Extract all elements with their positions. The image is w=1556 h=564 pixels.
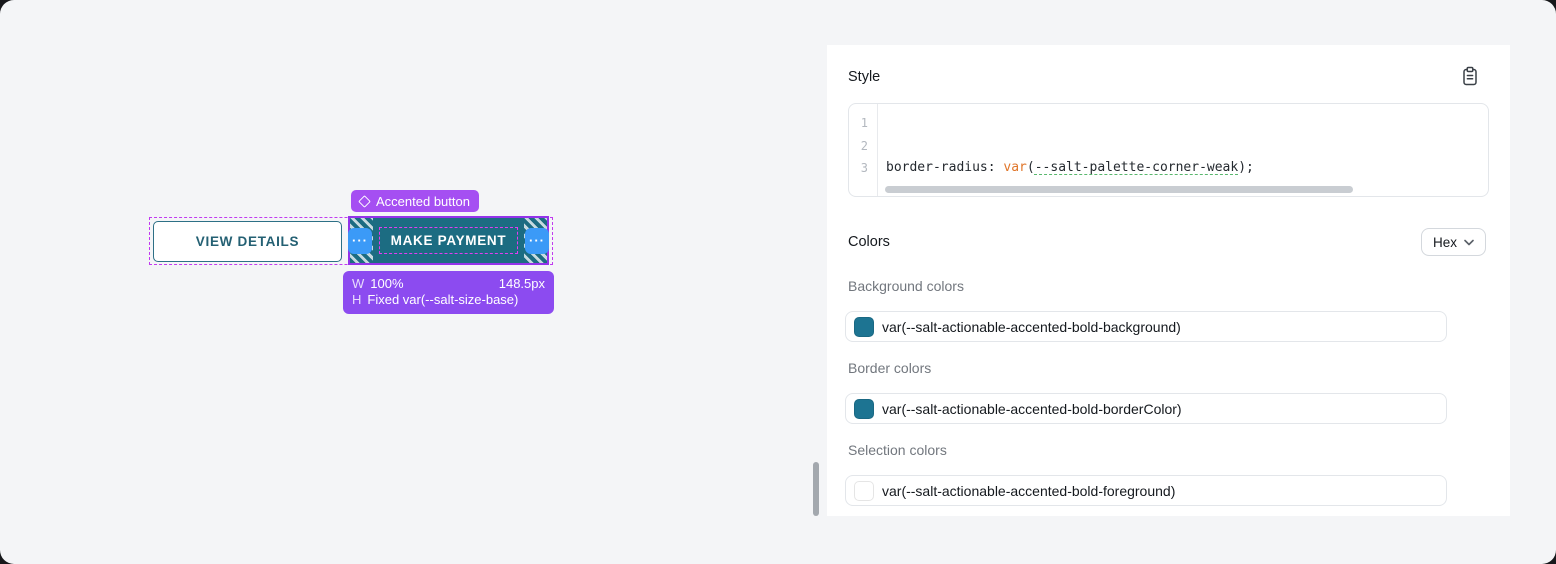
clipboard-icon: [1463, 66, 1477, 86]
width-value: 100%: [370, 276, 404, 291]
color-format-dropdown[interactable]: Hex: [1420, 228, 1486, 256]
color-swatch: [854, 316, 874, 337]
code-text: border-radius: var(--salt-palette-corner…: [878, 104, 1488, 196]
selection-colors-label: Selection colors: [848, 442, 947, 458]
style-header: Style: [827, 45, 1510, 87]
style-title: Style: [848, 68, 881, 85]
make-payment-button[interactable]: MAKE PAYMENT: [350, 218, 547, 263]
line-numbers: 1 2 3: [849, 104, 878, 196]
component-tag-badge: Accented button: [351, 190, 479, 212]
width-key: W: [352, 276, 365, 291]
color-token-value: var(--salt-actionable-accented-bold-fore…: [882, 482, 1176, 499]
inspector-panel: Style 1 2 3 border-radius: var(--salt-pa…: [827, 45, 1510, 516]
width-row: W 100% 148.5px: [352, 276, 545, 292]
height-value: Fixed var(--salt-size-base): [367, 292, 519, 307]
color-swatch: [854, 480, 874, 501]
color-token-value: var(--salt-actionable-accented-bold-bord…: [882, 400, 1182, 417]
code-horizontal-scrollbar[interactable]: [885, 186, 1353, 193]
border-color-row[interactable]: var(--salt-actionable-accented-bold-bord…: [845, 393, 1447, 424]
spacing-handle-right[interactable]: ···: [525, 227, 549, 254]
css-code-block: 1 2 3 border-radius: var(--salt-palette-…: [848, 103, 1489, 197]
color-token-value: var(--salt-actionable-accented-bold-back…: [882, 318, 1181, 335]
colors-header: Colors Hex: [848, 228, 1486, 256]
color-swatch: [854, 398, 874, 419]
background-colors-label: Background colors: [848, 278, 964, 294]
background-color-row[interactable]: var(--salt-actionable-accented-bold-back…: [845, 311, 1447, 342]
component-tag-label: Accented button: [376, 193, 470, 209]
colors-title: Colors: [848, 234, 890, 250]
copy-code-button[interactable]: [1461, 66, 1479, 87]
dimensions-badge: W 100% 148.5px H Fixed var(--salt-size-bas…: [343, 271, 554, 314]
line-number: 2: [860, 138, 868, 153]
panel-vertical-scrollbar[interactable]: [813, 462, 819, 516]
height-key: H: [352, 292, 362, 307]
border-colors-label: Border colors: [848, 360, 932, 376]
height-row: H Fixed var(--salt-size-base): [352, 292, 545, 308]
chevron-down-icon: [1464, 239, 1474, 246]
selection-color-row[interactable]: var(--salt-actionable-accented-bold-fore…: [845, 475, 1447, 506]
line-number: 3: [860, 161, 868, 175]
width-pixels: 148.5px: [498, 276, 545, 291]
make-payment-label-outline: MAKE PAYMENT: [378, 227, 519, 254]
line-number: 1: [860, 116, 868, 130]
make-payment-selection-box: MAKE PAYMENT ··· ···: [348, 216, 549, 265]
color-format-value: Hex: [1432, 234, 1457, 250]
code-line-1: border-radius: var(--salt-palette-corner…: [886, 160, 1254, 175]
view-details-button[interactable]: VIEW DETAILS: [153, 221, 342, 262]
spacing-handle-left[interactable]: ···: [348, 227, 372, 254]
component-diamond-icon: [358, 194, 371, 208]
